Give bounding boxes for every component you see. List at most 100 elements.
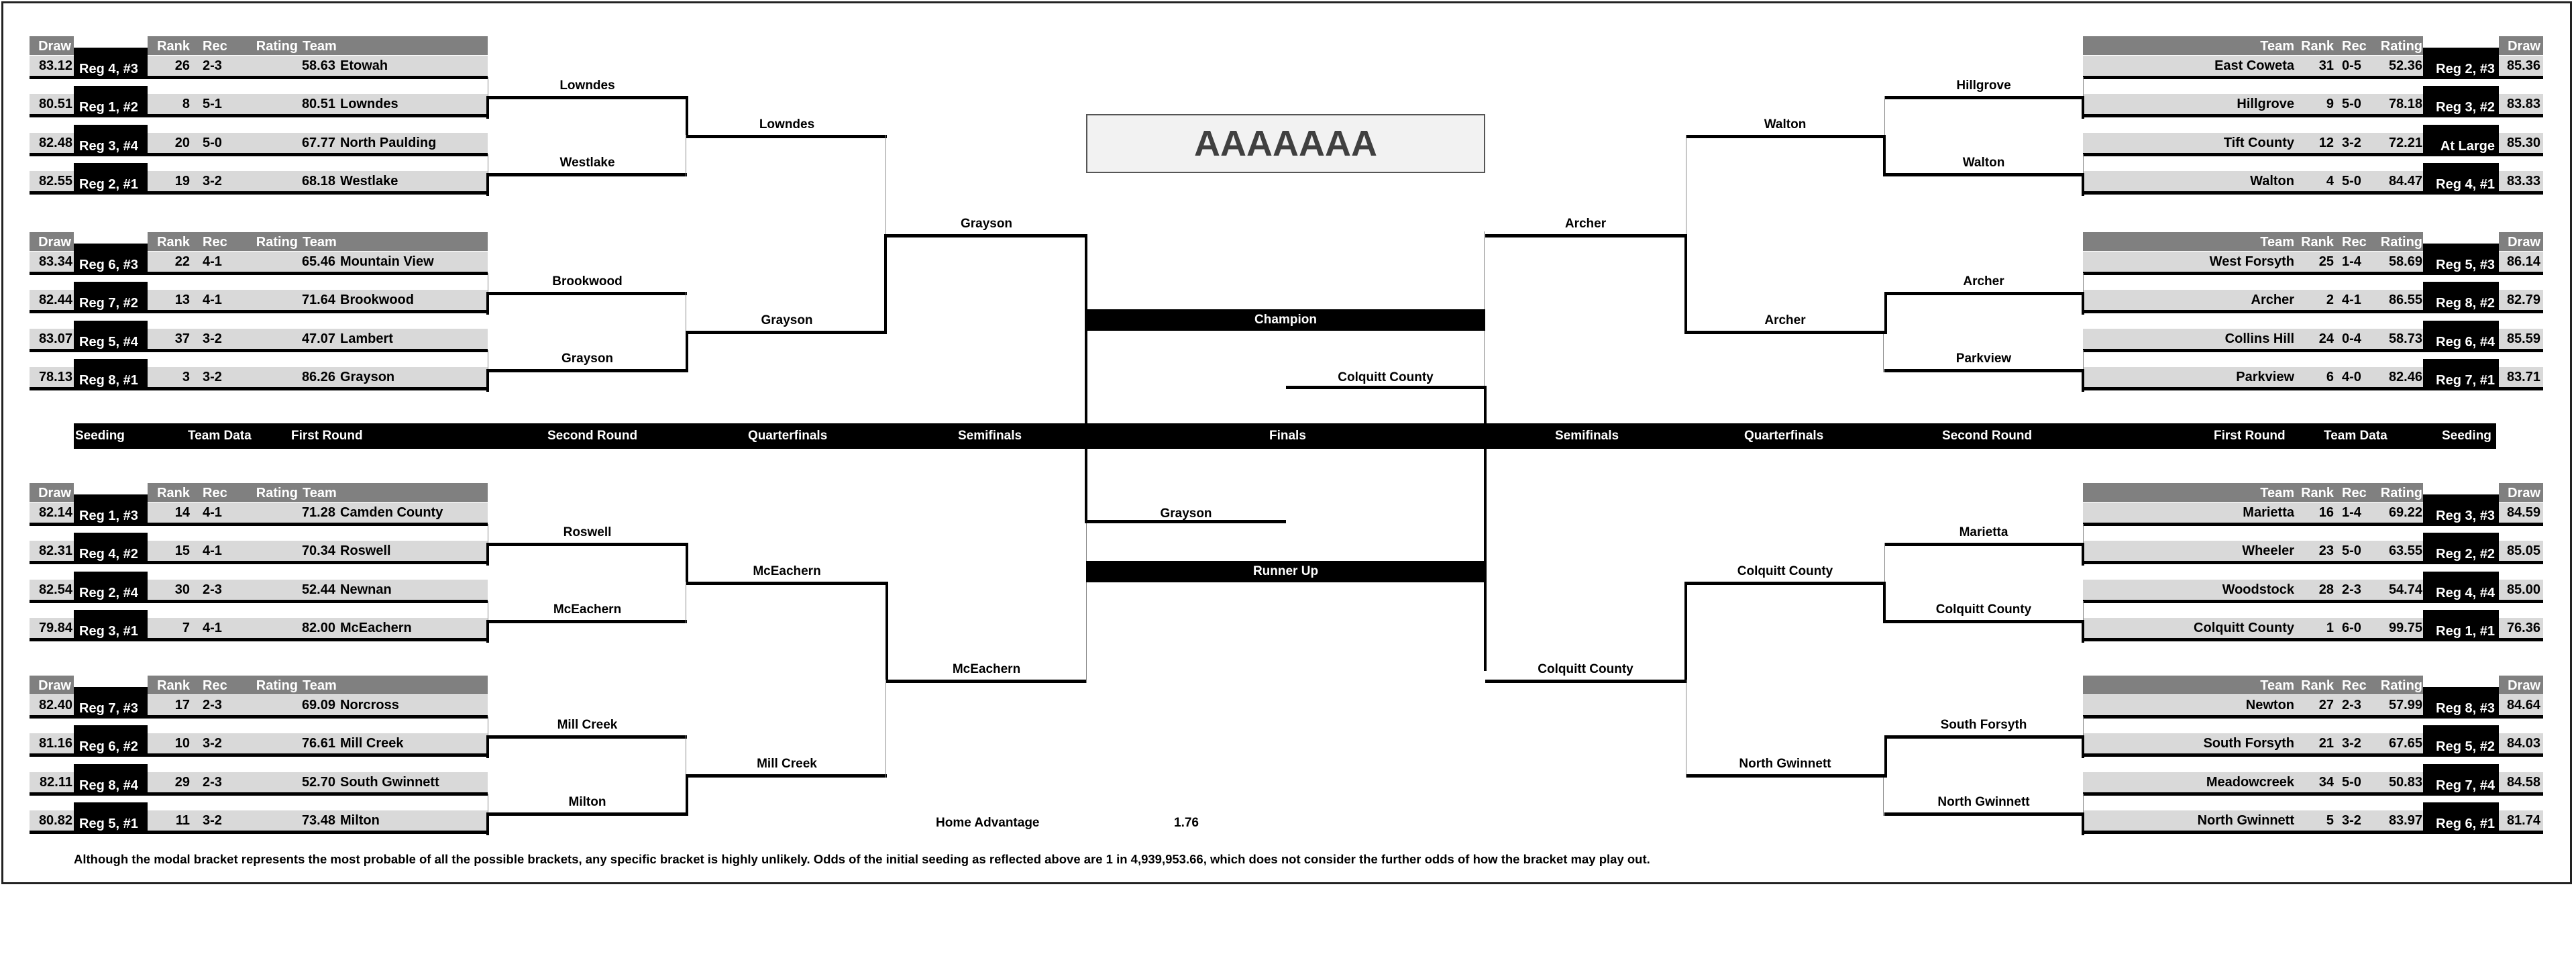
seed-label: Reg 7, #2 (74, 282, 148, 313)
team-name: Tift County (2223, 136, 2294, 150)
header-rating: Rating (256, 235, 298, 250)
bracket-line (1684, 582, 1687, 683)
rank-value: 26 (174, 58, 190, 73)
rating-value: 72.21 (2388, 136, 2422, 150)
second-round-winner: Westlake (559, 156, 615, 170)
record-value: 2-3 (203, 698, 222, 712)
record-value: 2-3 (2342, 698, 2361, 712)
seed-label: Reg 5, #1 (74, 802, 148, 834)
bracket-line (887, 679, 1086, 683)
bracket-line (2082, 96, 2084, 119)
team-name: North Paulding (340, 136, 437, 150)
second-round-winner: Brookwood (552, 274, 623, 288)
rank-value: 19 (174, 174, 190, 189)
rank-value: 27 (2318, 698, 2334, 712)
record-value: 5-0 (2342, 97, 2361, 111)
draw-value: 83.12 (38, 58, 72, 73)
header-draw: Draw (2499, 36, 2543, 55)
seed-label: Reg 3, #4 (74, 125, 148, 156)
rank-value: 31 (2318, 58, 2334, 73)
second-round-winner: Colquitt County (1935, 602, 2032, 617)
team-name: South Gwinnett (340, 775, 439, 790)
team-name: Brookwood (340, 293, 414, 307)
draw-value: 81.74 (2506, 813, 2540, 828)
bracket-line (2083, 524, 2084, 546)
rating-value: 67.65 (2388, 736, 2422, 751)
draw-value: 85.00 (2506, 582, 2540, 597)
record-value: 4-1 (203, 621, 222, 635)
round-label-quarterfinals-right: Quarterfinals (1744, 429, 1824, 443)
team-name: Archer (2251, 293, 2294, 307)
header-rank: Rank (157, 678, 190, 693)
round-label-first-round-right: First Round (2214, 429, 2286, 443)
header-rank: Rank (2301, 39, 2334, 54)
second-round-winner: Archer (1963, 274, 2004, 288)
rank-value: 9 (2326, 97, 2334, 111)
round-label-second-round-right: Second Round (1942, 429, 2033, 443)
header-rec: Rec (2342, 678, 2367, 693)
draw-value: 82.44 (38, 293, 72, 307)
rank-value: 4 (2326, 174, 2334, 189)
draw-value: 83.34 (38, 254, 72, 269)
bracket-line (1686, 331, 1884, 334)
rating-value: 82.00 (301, 621, 335, 635)
runner-up-banner: Runner Up (1086, 561, 1485, 582)
bracket-line (2083, 154, 2084, 176)
rank-value: 28 (2318, 582, 2334, 597)
bracket-line (488, 735, 687, 739)
record-value: 3-2 (2342, 813, 2361, 828)
bracket-line (1884, 369, 2083, 372)
rating-value: 58.69 (2388, 254, 2422, 269)
rank-value: 14 (174, 505, 190, 520)
semifinal-winner: Archer (1564, 217, 1607, 231)
seed-label: Reg 2, #1 (74, 163, 148, 195)
record-value: 5-0 (2342, 775, 2361, 790)
quarterfinal-winner: Archer (1764, 313, 1806, 327)
draw-value: 83.83 (2506, 97, 2540, 111)
semifinal-winner: Grayson (960, 217, 1013, 231)
draw-value: 84.58 (2506, 775, 2540, 790)
draw-value: 82.54 (38, 582, 72, 597)
header-rank: Rank (2301, 678, 2334, 693)
round-label-team-data-right: Team Data (2324, 429, 2387, 443)
header-team: Team (2260, 39, 2294, 54)
bracket-line (1884, 543, 1885, 585)
seed-label: Reg 6, #2 (74, 725, 148, 757)
bracket-line (2083, 350, 2084, 372)
bracket-line (1085, 234, 1087, 523)
second-round-winner: Marietta (1959, 525, 2008, 539)
